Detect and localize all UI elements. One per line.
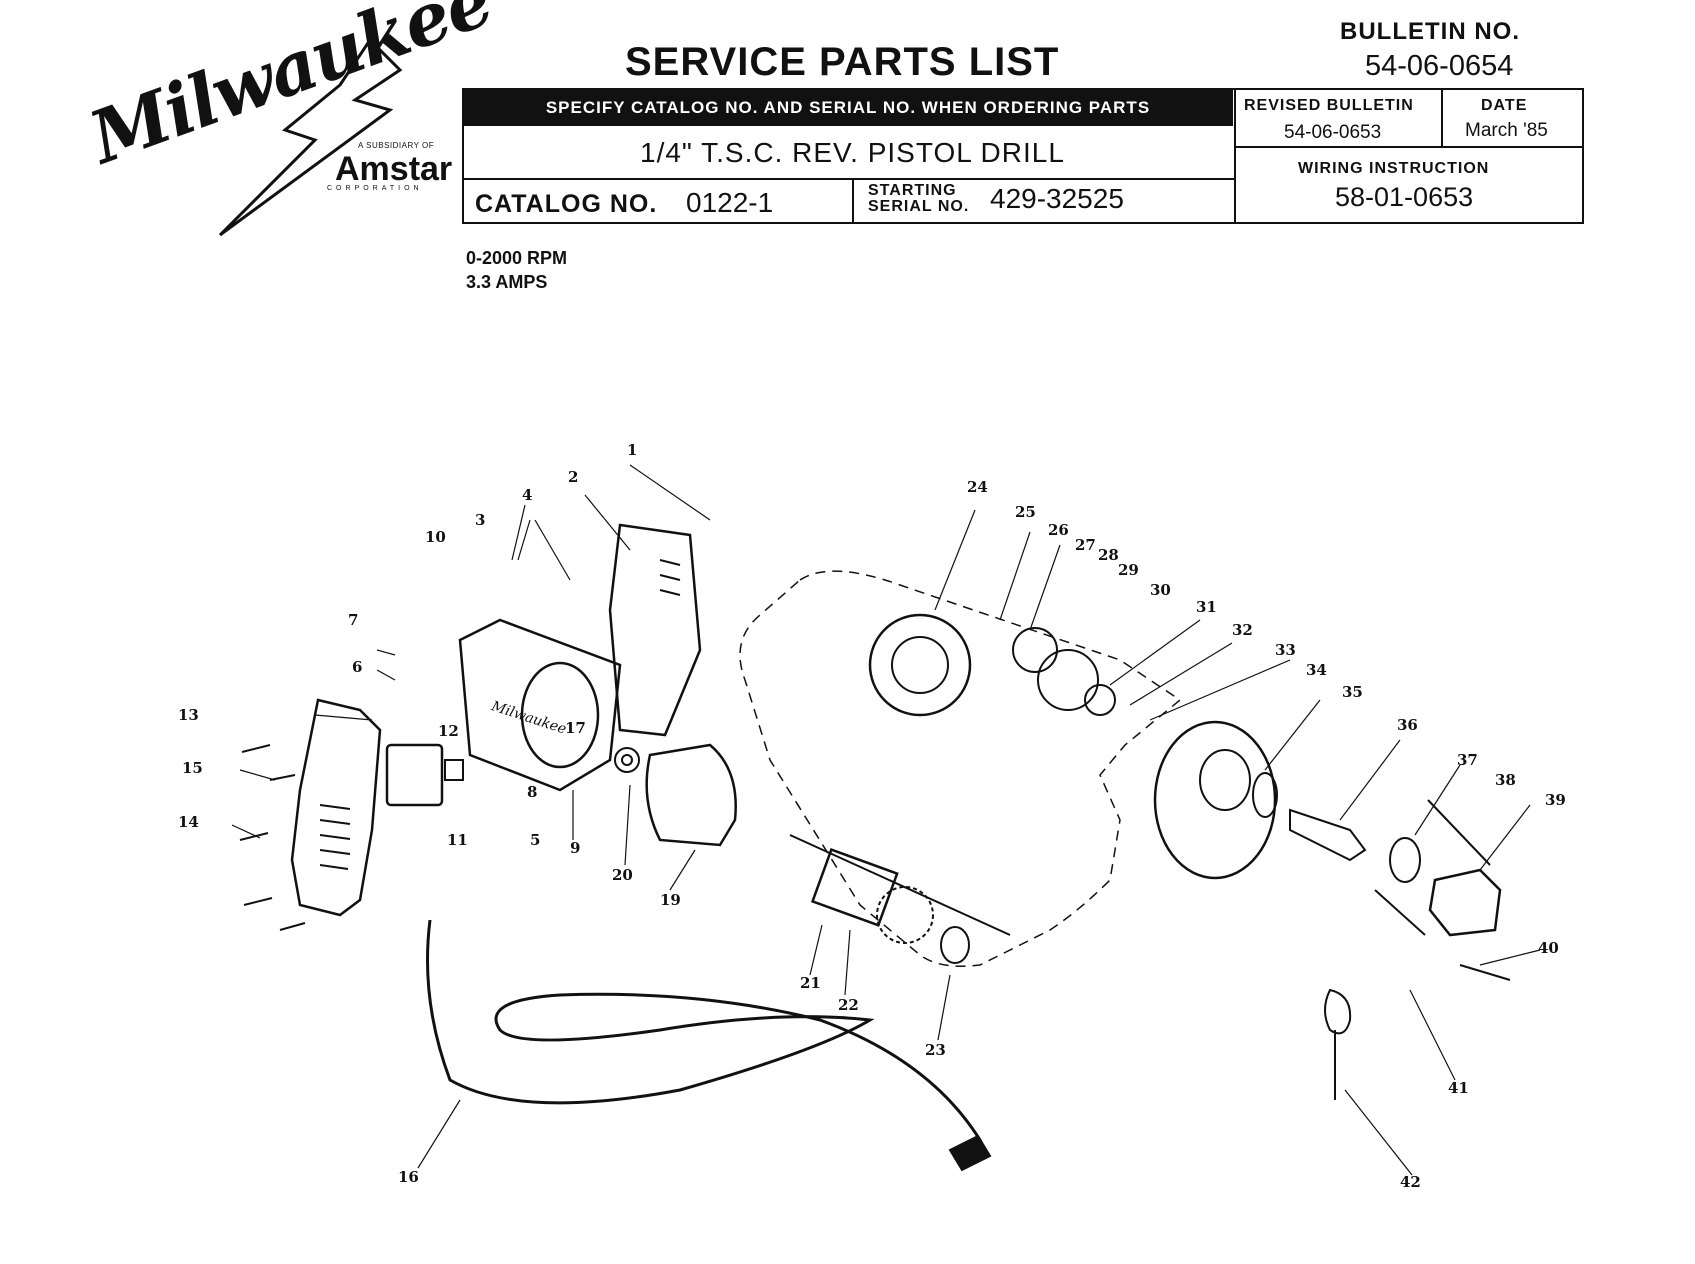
- part-number-4: 4: [522, 486, 532, 504]
- spindle-housing: [1153, 720, 1277, 880]
- part-number-25: 25: [1015, 503, 1036, 521]
- gear-case-half: [608, 523, 702, 737]
- armature-part: [810, 848, 899, 927]
- revised-bulletin-label: REVISED BULLETIN: [1244, 97, 1414, 114]
- amps-spec: 3.3 AMPS: [466, 272, 548, 292]
- catalog-number: 0122-1: [686, 187, 774, 218]
- part-number-31: 31: [1196, 598, 1217, 616]
- part-number-40: 40: [1538, 939, 1559, 957]
- chuck-key: [1324, 988, 1352, 1100]
- product-name: 1/4" T.S.C. REV. PISTOL DRILL: [640, 137, 1065, 168]
- catalog-label: CATALOG NO.: [475, 190, 658, 218]
- part-number-19: 19: [660, 891, 681, 909]
- part-number-27: 27: [1075, 536, 1096, 554]
- part-number-17: 17: [565, 719, 586, 737]
- part-number-41: 41: [1448, 1079, 1469, 1097]
- date-label: DATE: [1481, 97, 1528, 114]
- part-number-7: 7: [348, 611, 358, 629]
- part-number-38: 38: [1495, 771, 1516, 789]
- rpm-spec: 0-2000 RPM: [466, 248, 568, 268]
- starting-serial-number: 429-32525: [990, 183, 1124, 214]
- motor-housing: [458, 618, 622, 792]
- specs: 0-2000 RPM 3.3 AMPS: [466, 246, 567, 294]
- page-title: SERVICE PARTS LIST: [625, 40, 1060, 84]
- specify-banner: SPECIFY CATALOG NO. AND SERIAL NO. WHEN …: [463, 89, 1233, 126]
- part-number-20: 20: [612, 866, 633, 884]
- starting-serial-label: STARTING SERIAL NO.: [868, 182, 970, 215]
- revised-bulletin-number: 54-06-0653: [1284, 122, 1382, 143]
- part-number-34: 34: [1306, 661, 1327, 679]
- amstar-logo: Amstar: [335, 150, 453, 188]
- part-number-39: 39: [1545, 791, 1566, 809]
- part-number-8: 8: [527, 783, 537, 801]
- part-number-28: 28: [1098, 546, 1119, 564]
- part-number-35: 35: [1342, 683, 1363, 701]
- wiring-instruction-label: WIRING INSTRUCTION: [1298, 160, 1490, 177]
- part-number-30: 30: [1150, 581, 1171, 599]
- wiring-instruction-number: 58-01-0653: [1335, 182, 1474, 212]
- bulletin-number: 54-06-0654: [1365, 50, 1514, 82]
- part-number-23: 23: [925, 1041, 946, 1059]
- part-number-36: 36: [1397, 716, 1418, 734]
- bulletin-label: BULLETIN NO.: [1340, 18, 1520, 45]
- part-number-10: 10: [425, 528, 446, 546]
- chuck-part: [1428, 868, 1502, 937]
- part-number-32: 32: [1232, 621, 1253, 639]
- part-number-3: 3: [475, 511, 485, 529]
- part-number-1: 1: [627, 441, 637, 459]
- part-number-16: 16: [398, 1168, 419, 1186]
- part-number-37: 37: [1457, 751, 1478, 769]
- part-number-15: 15: [182, 759, 203, 777]
- part-number-24: 24: [967, 478, 988, 496]
- field-part: [645, 743, 737, 847]
- part-number-2: 2: [568, 468, 578, 486]
- part-number-21: 21: [800, 974, 821, 992]
- part-number-9: 9: [570, 839, 580, 857]
- part-number-11: 11: [447, 831, 468, 849]
- part-number-12: 12: [438, 722, 459, 740]
- part-number-13: 13: [178, 706, 199, 724]
- gear-plate: [868, 613, 972, 717]
- part-number-14: 14: [178, 813, 199, 831]
- switch-part: [385, 743, 444, 807]
- lightning-bolt-icon: [110, 37, 430, 237]
- part-number-6: 6: [352, 658, 362, 676]
- date-value: March '85: [1465, 120, 1548, 141]
- power-cord: [426, 919, 982, 1162]
- part-number-5: 5: [530, 831, 540, 849]
- part-number-42: 42: [1400, 1173, 1421, 1191]
- part-number-29: 29: [1118, 561, 1139, 579]
- part-number-33: 33: [1275, 641, 1296, 659]
- part-number-26: 26: [1048, 521, 1069, 539]
- exploded-parts-diagram: 1 2 3 4 5 6 7 8 9 10 11 12 13 14 15 16 1…: [178, 441, 1566, 1191]
- corporation-text: CORPORATION: [327, 185, 423, 192]
- subsidiary-line: A SUBSIDIARY OF: [358, 141, 435, 150]
- part-number-22: 22: [838, 996, 859, 1014]
